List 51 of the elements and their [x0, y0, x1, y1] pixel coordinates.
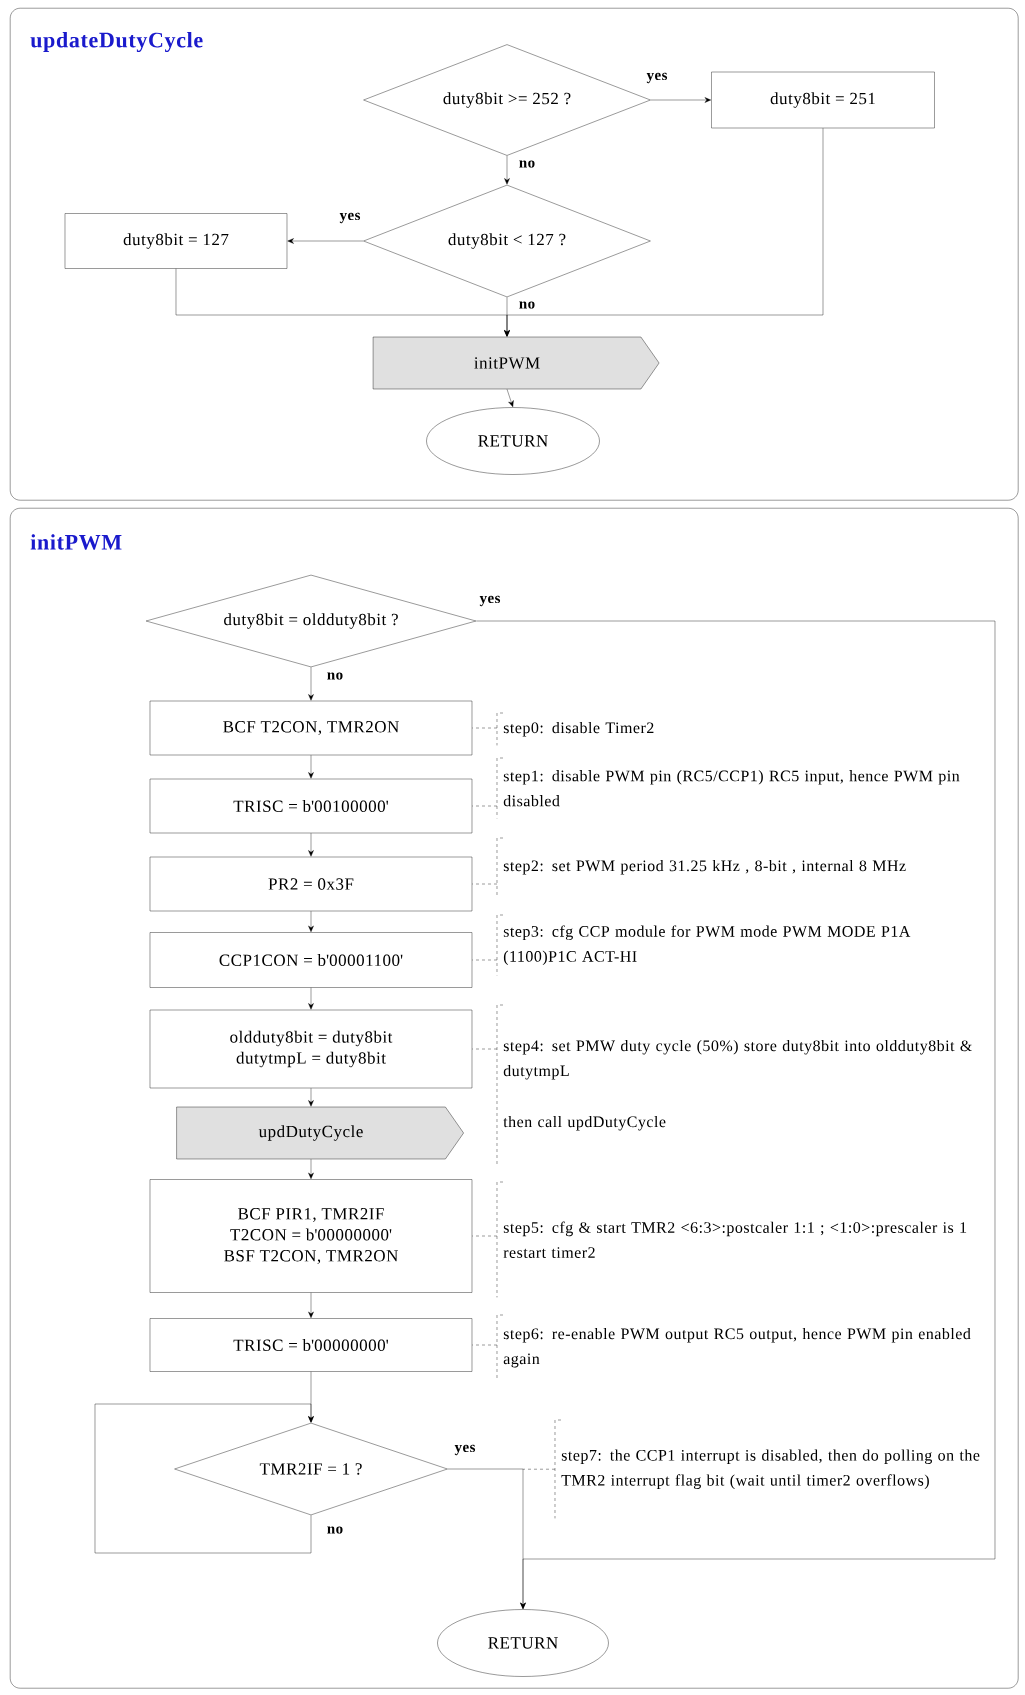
edge-label: yes — [453, 1443, 477, 1457]
arrow — [308, 667, 314, 701]
leader-line — [472, 883, 498, 885]
leader-line — [472, 1048, 498, 1050]
subroutine-call: updDutyCycle — [176, 1106, 464, 1160]
arrow — [308, 755, 314, 779]
annotation: step4: set PMW duty cycle (50%) store duty8bit into oldduty8bit & dutytmpL then call updDutyCycle — [496, 1004, 972, 1166]
leader-line — [472, 1235, 498, 1237]
terminator-oval: RETURN — [437, 1609, 609, 1677]
process-box: BCF T2CON, TMR2ON — [149, 700, 473, 756]
annotation: step6: re-enable PWM output RC5 output, hence PWM pin enabled again — [496, 1314, 971, 1381]
edge-label: no — [325, 1525, 345, 1535]
annotation: step1: disable PWM pin (RC5/CCP1) RC5 input, hence PWM pin disabled — [496, 757, 960, 819]
process-box: PR2 = 0x3F — [149, 856, 473, 912]
annotation: step3: cfg CCP module for PWM mode PWM MODE P1A (1100)P1C ACT-HI — [496, 914, 911, 976]
annotation: step2: set PWM period 31.25 kHz , 8-bit , internal 8 MHz — [496, 837, 906, 897]
terminator-oval: RETURN — [426, 407, 600, 475]
edge-label: no — [517, 159, 537, 169]
arrow — [506, 389, 514, 408]
arrow — [287, 238, 364, 244]
edge-label: no — [517, 300, 537, 310]
process-box: duty8bit = 251 — [711, 71, 935, 129]
edge-label: no — [325, 671, 345, 681]
arrow — [504, 128, 824, 337]
process-box: BCF PIR1, TMR2IF T2CON = b'00000000' BSF T2CON, TMR2ON — [149, 1179, 473, 1293]
arrow — [308, 1088, 314, 1107]
arrow — [447, 1468, 526, 1609]
process-box: oldduty8bit = duty8bit dutytmpL = duty8bit — [149, 1009, 473, 1089]
process-box: CCP1CON = b'00001100' — [149, 932, 473, 988]
arrow — [308, 911, 314, 932]
process-box: duty8bit = 127 — [64, 213, 288, 269]
leader-line — [472, 1344, 498, 1346]
subroutine-call: initPWM — [372, 336, 660, 390]
leader-line — [472, 959, 498, 961]
annotation: step5: cfg & start TMR2 <6:3>:postcaler 1:1 ; <1:0>:prescaler is 1 restart timer2 — [496, 1181, 967, 1298]
arrow — [308, 1292, 314, 1318]
arrow — [308, 987, 314, 1010]
edge-label: yes — [478, 594, 502, 608]
leader-line — [522, 1469, 556, 1470]
leader-line — [472, 727, 498, 729]
arrow — [308, 1159, 314, 1179]
annotation: step0: disable Timer2 — [496, 712, 654, 746]
arrow — [504, 155, 510, 185]
arrow — [650, 97, 711, 103]
arrow — [308, 833, 314, 857]
arrow — [94, 1403, 314, 1554]
edge-label: yes — [338, 211, 362, 225]
annotation: step7: the CCP1 interrupt is disabled, then do polling on the TMR2 interrupt flag bit (wait until timer2 overflows) — [554, 1419, 980, 1519]
process-box: TRISC = b'00100000' — [149, 778, 473, 834]
leader-line — [472, 805, 498, 807]
process-box: TRISC = b'00000000' — [149, 1318, 473, 1372]
